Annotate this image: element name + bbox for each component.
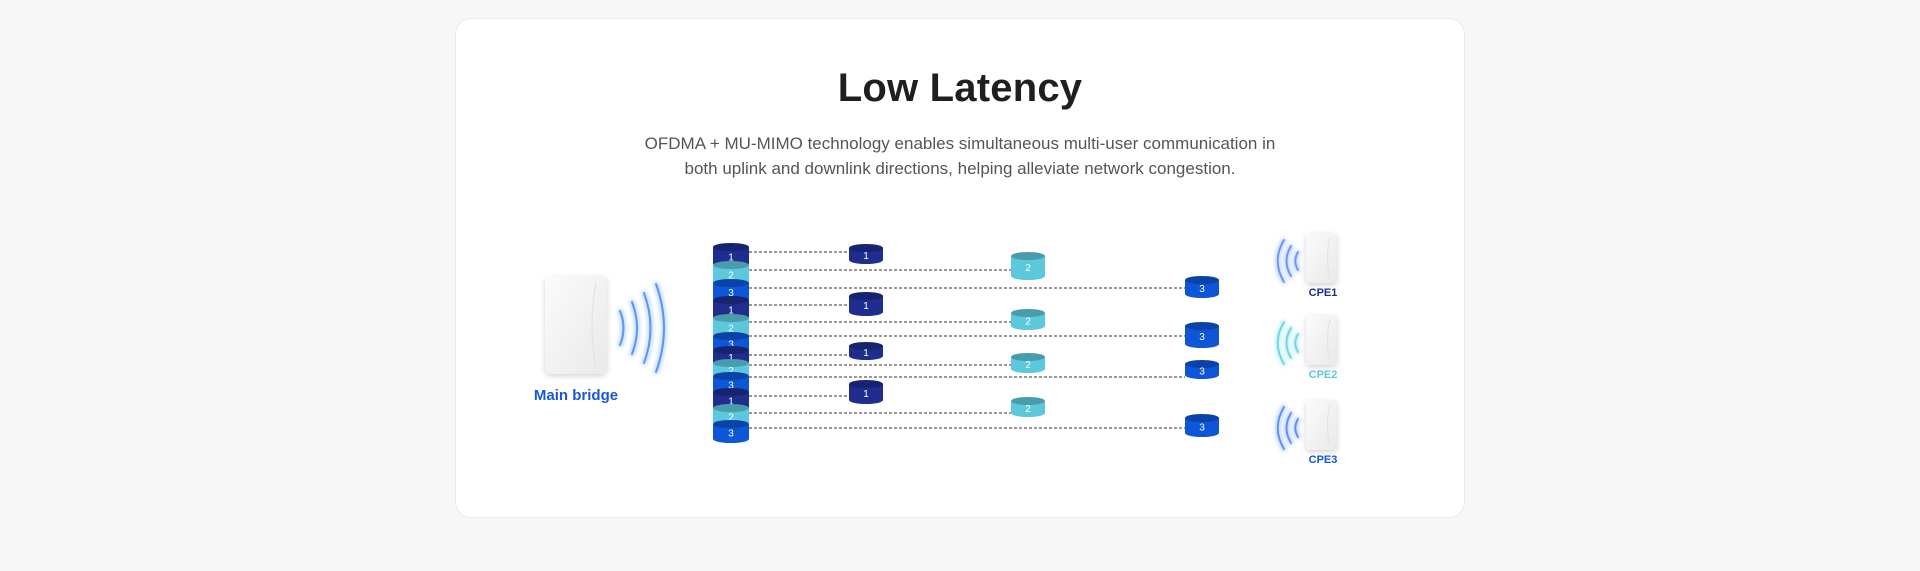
stack-segment-12: 3	[713, 420, 749, 443]
packet-2-2-label: 2	[1025, 263, 1031, 274]
main-bridge-signal-icon	[617, 281, 667, 375]
main-bridge-device	[545, 276, 607, 374]
packet-3-3-label: 3	[1199, 284, 1205, 295]
stack-segment-10-label: 1	[728, 397, 734, 408]
packet-1-1: 1	[849, 244, 883, 264]
packet-2-11: 2	[1011, 397, 1045, 417]
subtitle-line-1: OFDMA + MU-MIMO technology enables simul…	[644, 134, 1276, 153]
cpe2-device	[1306, 315, 1337, 365]
page-title: Low Latency	[837, 66, 1083, 110]
packet-2-5-label: 2	[1025, 317, 1031, 328]
cpe3-label: CPE3	[1309, 454, 1338, 466]
packet-1-4: 1	[849, 292, 883, 316]
page-subtitle: OFDMA + MU-MIMO technology enables simul…	[0, 131, 1920, 181]
cpe2-label: CPE2	[1309, 369, 1338, 381]
stack-segment-4-label: 1	[728, 306, 734, 317]
packet-3-6-label: 3	[1199, 332, 1205, 343]
main-bridge-label: Main bridge	[534, 387, 618, 404]
cpe1-device	[1306, 233, 1337, 283]
stack-segment-6-label: 3	[728, 340, 734, 351]
packet-2-8: 2	[1011, 353, 1045, 373]
stack-segment-11-label: 2	[728, 413, 734, 424]
stack-segment-9-label: 3	[728, 381, 734, 392]
packet-3-12-label: 3	[1199, 423, 1205, 434]
packet-2-5: 2	[1011, 309, 1045, 330]
stack-segment-7-label: 1	[728, 353, 734, 364]
packet-1-4-label: 1	[863, 301, 869, 312]
packet-1-7-label: 1	[863, 348, 869, 359]
packet-3-9-label: 3	[1199, 367, 1205, 378]
stack-segment-8-label: 2	[728, 366, 734, 377]
stack-segment-1-label: 1	[728, 253, 734, 264]
packet-2-11-label: 2	[1025, 404, 1031, 415]
stack-segment-12-label: 3	[728, 429, 734, 440]
packet-3-3: 3	[1185, 276, 1219, 298]
packet-1-10-label: 1	[863, 389, 869, 400]
cpe3-signal-icon	[1275, 405, 1300, 451]
cpe1-label: CPE1	[1309, 287, 1338, 299]
stack-segment-5-label: 2	[728, 324, 734, 335]
stack-segment-3-label: 3	[728, 288, 734, 299]
connection-lines	[749, 251, 1185, 429]
packet-1-10: 1	[849, 380, 883, 404]
packet-1-1-label: 1	[863, 251, 869, 262]
packet-2-2: 2	[1011, 252, 1045, 280]
cpe2-signal-icon	[1275, 320, 1300, 366]
packet-3-12: 3	[1185, 414, 1219, 437]
cpe3-device	[1306, 400, 1337, 450]
data-stack: 1 2 3 1 2 3 1 2 3 1 2 3	[713, 243, 749, 443]
packet-3-6: 3	[1185, 322, 1219, 348]
packet-2-8-label: 2	[1025, 360, 1031, 371]
cpe-data-packets: 1 2 3 1 2 3 1 2 3 1 2 3	[849, 244, 1219, 437]
cpe1-signal-icon	[1275, 238, 1300, 284]
packet-1-7: 1	[849, 342, 883, 360]
subtitle-line-2: both uplink and downlink directions, hel…	[684, 159, 1236, 178]
stack-segment-2-label: 2	[728, 271, 734, 282]
packet-3-9: 3	[1185, 360, 1219, 379]
